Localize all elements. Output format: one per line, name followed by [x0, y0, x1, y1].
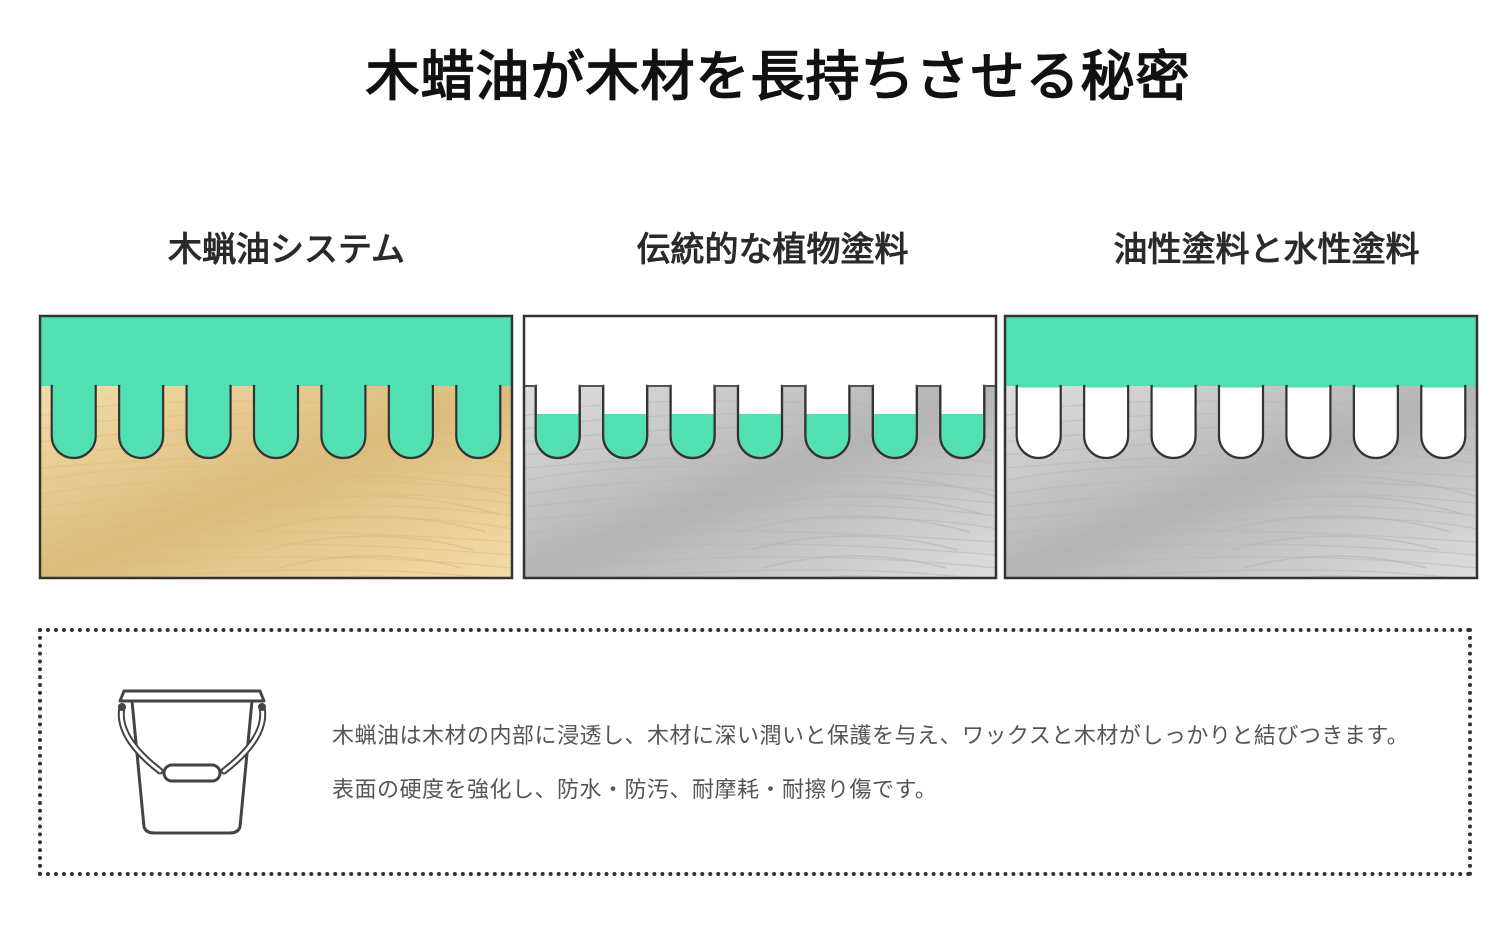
panel-label-traditional-plant-paint: 伝統的な植物塗料	[636, 230, 909, 270]
pore-paint-fill	[806, 414, 849, 457]
page-title: 木蜡油が木材を長持ちさせる秘密	[365, 45, 1191, 108]
wood-pore	[185, 384, 232, 460]
pore-paint-fill	[671, 414, 714, 457]
wood-pore	[1083, 384, 1130, 460]
wood-pore	[1015, 384, 1062, 460]
panel-wood-wax-diagram	[38, 314, 514, 580]
coating-layer	[1005, 316, 1477, 386]
wood-pore	[1150, 384, 1197, 460]
pore-paint-fill	[873, 414, 916, 457]
bucket-icon	[117, 689, 267, 835]
wood-pore	[1420, 384, 1467, 460]
wood-pore	[1285, 384, 1332, 460]
wood-pore	[387, 384, 434, 460]
wood-pore	[50, 384, 97, 460]
pore-paint-fill	[739, 414, 781, 457]
wood-pore	[118, 384, 165, 460]
wood-pore	[320, 384, 367, 460]
pore-paint-fill	[536, 414, 579, 457]
wood-section	[40, 316, 512, 578]
panel-label-wood-wax-system: 木蝋油システム	[168, 230, 405, 270]
wood-pore	[1352, 384, 1399, 460]
wood-pore	[455, 384, 502, 460]
wood-pore	[1217, 384, 1265, 460]
panel-traditional-paint-diagram	[522, 314, 998, 580]
wood-section	[524, 316, 996, 578]
panel-label-oil-water-paint: 油性塗料と水性塗料	[1113, 230, 1420, 270]
panel-oil-water-paint-diagram	[1003, 314, 1479, 580]
info-text-line1: 木蝋油は木材の内部に浸透し、木材に深い潤いと保護を与え、ワックスと木材がしっかり…	[332, 724, 1410, 749]
wood-section	[1005, 316, 1477, 578]
pore-paint-fill	[941, 414, 984, 457]
info-box: 木蝋油は木材の内部に浸透し、木材に深い潤いと保護を与え、ワックスと木材がしっかり…	[38, 628, 1472, 876]
wood-pore	[252, 384, 300, 460]
pore-paint-fill	[604, 414, 647, 457]
coating-layer	[40, 316, 512, 386]
info-text-line2: 表面の硬度を強化し、防水・防汚、耐摩耗・耐擦り傷です。	[332, 778, 938, 803]
